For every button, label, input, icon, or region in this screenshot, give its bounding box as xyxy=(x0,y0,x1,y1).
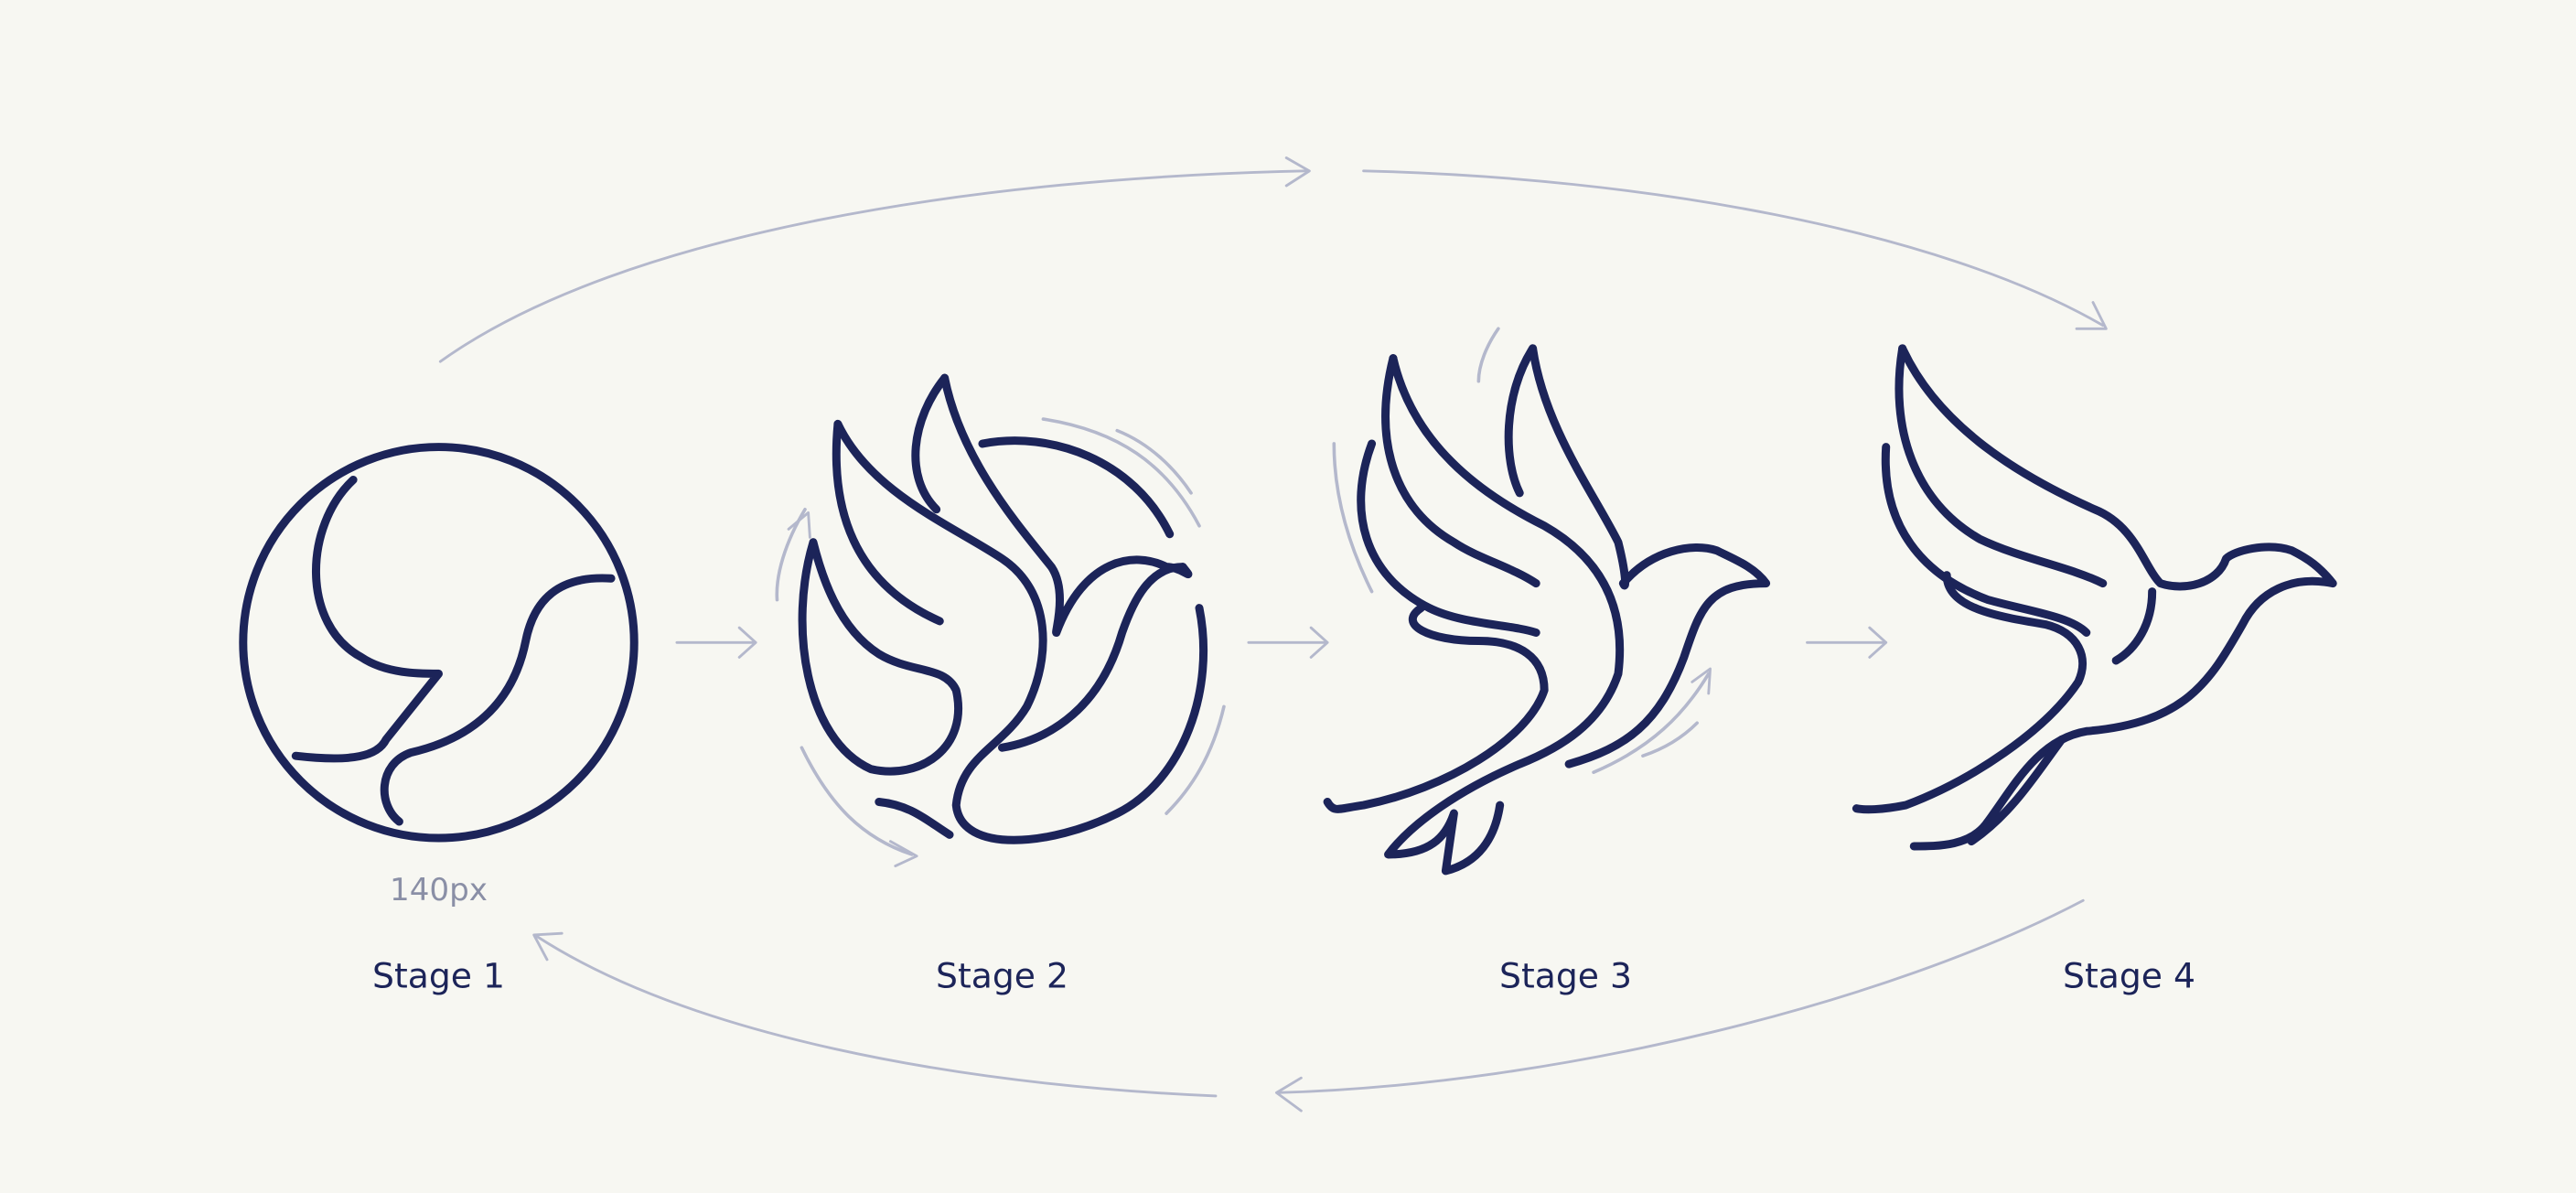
cycle-arrows xyxy=(438,156,2108,1112)
bird-emerging-icon xyxy=(775,373,1226,867)
stage-2-label: Stage 2 xyxy=(936,955,1068,995)
arrow-bottom-right xyxy=(1276,898,2085,1094)
arrow-2-3 xyxy=(1247,626,1329,659)
arrow-1-2 xyxy=(675,626,757,659)
arrow-top-right xyxy=(1362,169,2105,328)
arrow-bottom-left xyxy=(535,935,1218,1098)
stage-3-label: Stage 3 xyxy=(1499,955,1632,995)
bird-flying-icon xyxy=(1852,344,2337,851)
arrow-head xyxy=(532,931,564,962)
arrow-top-left xyxy=(438,169,1308,363)
arrow-head xyxy=(1274,1076,1303,1112)
bird-flapping-icon xyxy=(1323,327,1771,876)
arrow-3-4 xyxy=(1806,626,1888,659)
size-annotation: 140px xyxy=(390,872,488,908)
arrow-head xyxy=(2075,301,2108,330)
arrow-head xyxy=(1284,156,1311,188)
circle-bird-icon xyxy=(239,443,639,843)
stage-1-label: Stage 1 xyxy=(372,955,505,995)
stage-4-label: Stage 4 xyxy=(2063,955,2195,995)
